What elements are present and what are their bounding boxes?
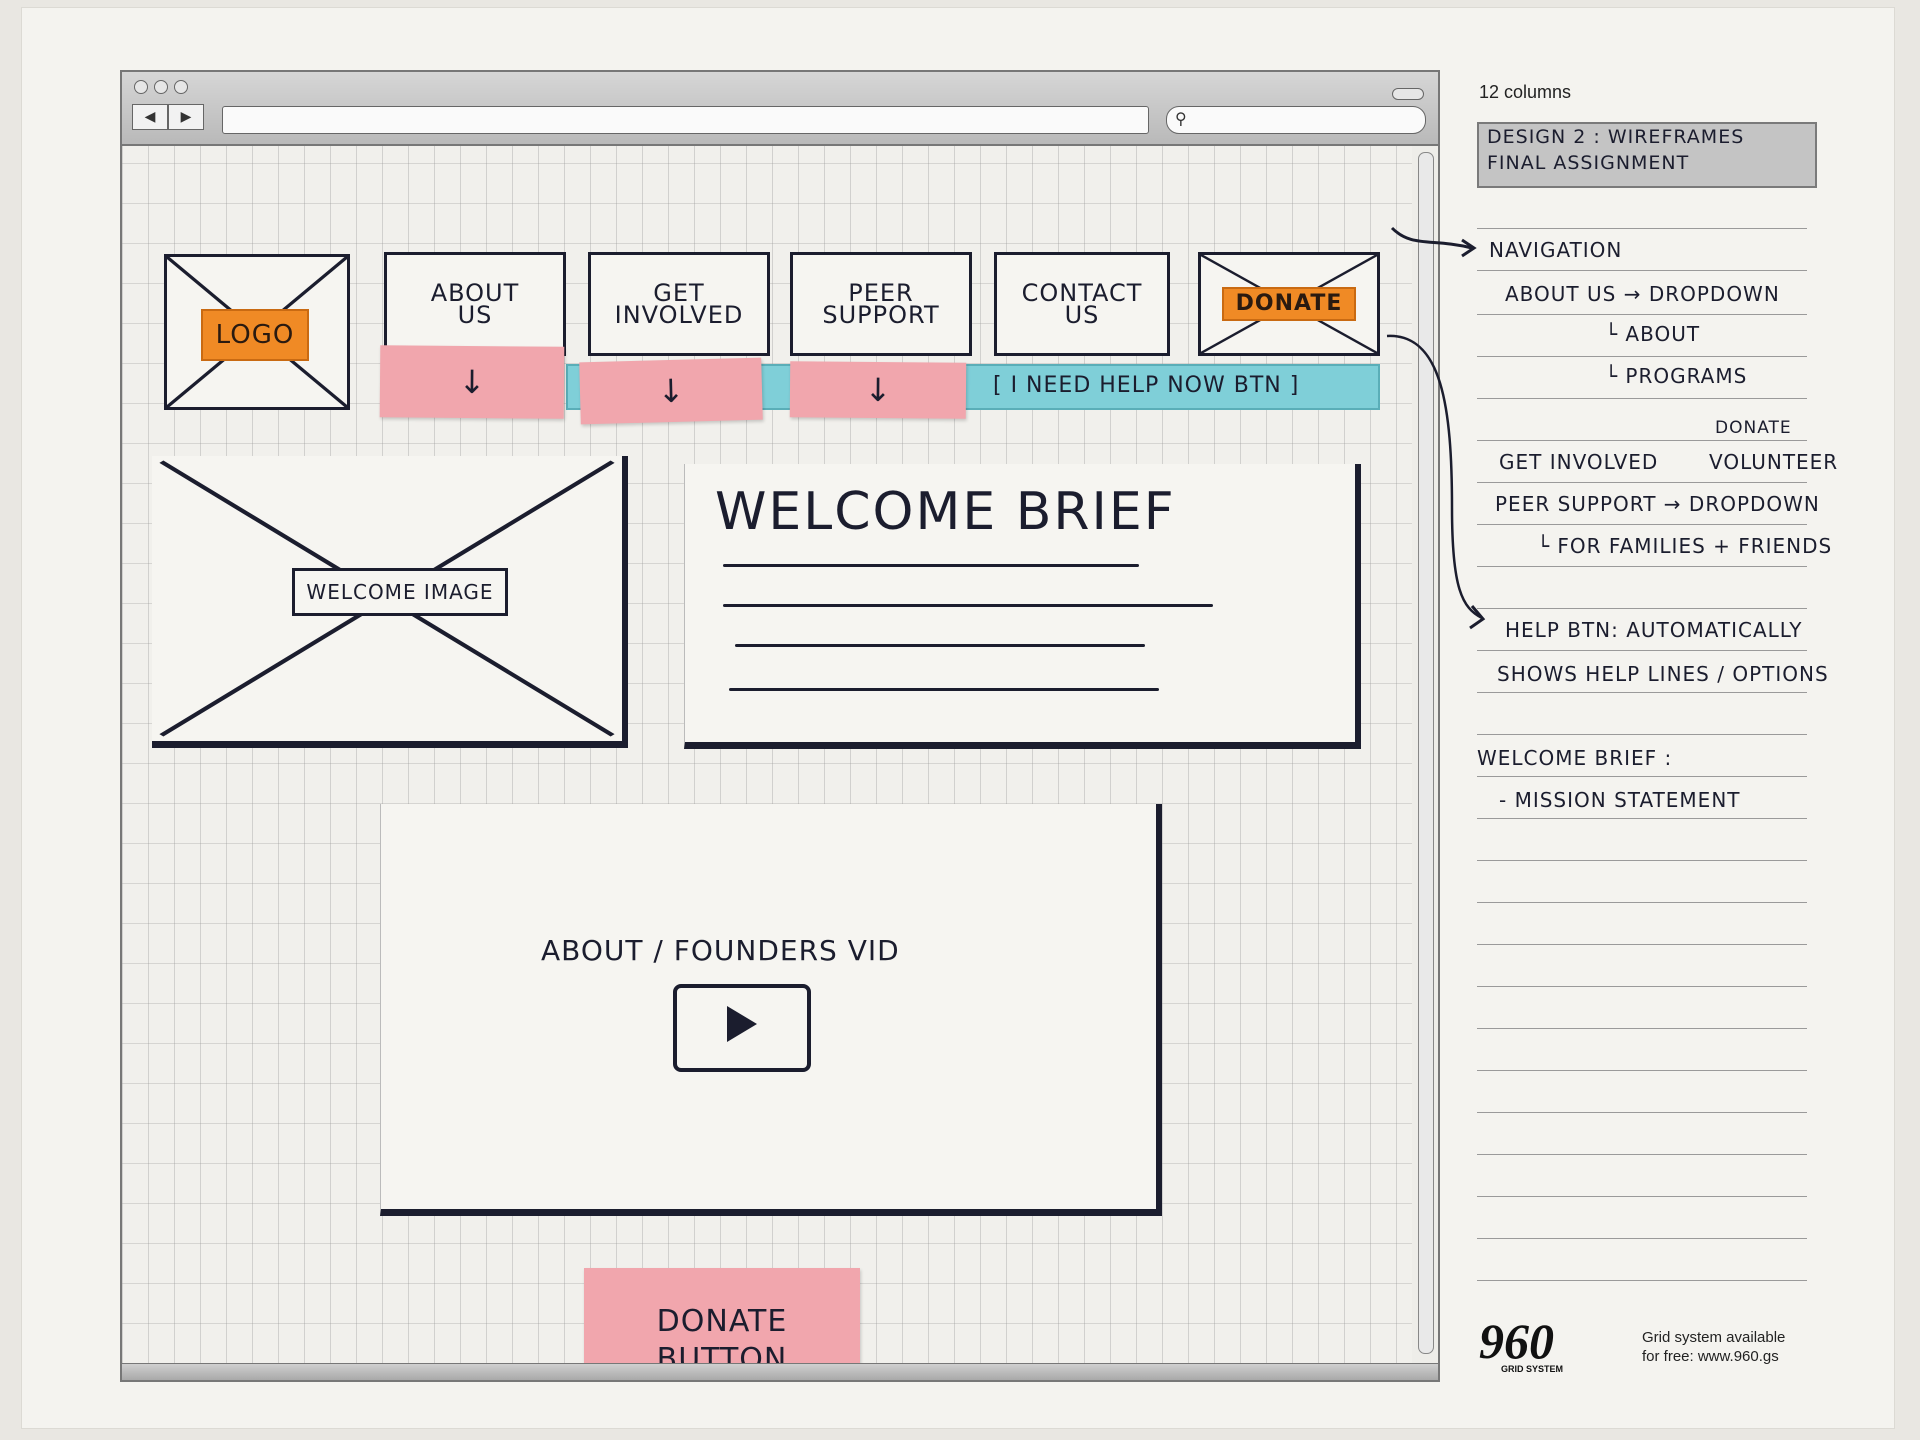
assignment-title-line2: FINAL ASSIGNMENT [1487, 152, 1690, 174]
ruled-line [1477, 986, 1807, 987]
note-get-involved: GET INVOLVED [1499, 450, 1659, 474]
welcome-brief-title: WELCOME BRIEF [715, 482, 1176, 542]
assignment-title-line1: DESIGN 2 : WIREFRAMES [1487, 126, 1745, 148]
browser-titlebar: ◀ ▶ ⚲ [122, 72, 1438, 146]
grid-960-logo: 960 GRID SYSTEM [1479, 1316, 1564, 1374]
ruled-line [1477, 398, 1807, 399]
browser-statusbar [122, 1363, 1438, 1380]
welcome-image-placeholder: WELCOME IMAGE [152, 456, 628, 748]
browser-window: ◀ ▶ ⚲ LOGO ABOUT US GET INVOLVED PEER SU… [120, 70, 1440, 1382]
ruled-line [1477, 270, 1807, 271]
nav-donate[interactable]: DONATE [1198, 252, 1380, 356]
ruled-line [1477, 566, 1807, 567]
ruled-line [1477, 440, 1807, 441]
ruled-line [1477, 314, 1807, 315]
minimize-dot-icon[interactable] [154, 80, 168, 94]
note-programs: └ PROGRAMS [1605, 364, 1748, 388]
ruled-line [1477, 1028, 1807, 1029]
address-bar[interactable] [222, 106, 1149, 134]
page-viewport: LOGO ABOUT US GET INVOLVED PEER SUPPORT … [122, 146, 1412, 1364]
welcome-image-label: WELCOME IMAGE [292, 568, 508, 616]
grid-960-logo-subtitle: GRID SYSTEM [1501, 1364, 1564, 1374]
vertical-scrollbar[interactable] [1418, 152, 1434, 1354]
toolbar-toggle-icon[interactable] [1392, 88, 1424, 100]
back-arrow-icon[interactable]: ◀ [132, 104, 168, 130]
note-about-us-dropdown: ABOUT US → DROPDOWN [1505, 282, 1780, 306]
help-now-label: [ I NEED HELP NOW BTN ] [993, 373, 1300, 398]
ruled-line [1477, 356, 1807, 357]
ruled-line [1477, 860, 1807, 861]
search-input[interactable]: ⚲ [1166, 106, 1426, 134]
annotation-panel: 12 columns DESIGN 2 : WIREFRAMES FINAL A… [1477, 78, 1877, 1378]
grid-system-note-line2: for free: www.960.gs [1642, 1348, 1779, 1365]
ruled-line [1477, 776, 1807, 777]
play-button[interactable] [673, 984, 811, 1072]
close-dot-icon[interactable] [134, 80, 148, 94]
paper-sheet: ◀ ▶ ⚲ LOGO ABOUT US GET INVOLVED PEER SU… [22, 8, 1894, 1428]
ruled-line [1477, 692, 1807, 693]
search-icon: ⚲ [1175, 109, 1187, 128]
note-welcome-brief: WELCOME BRIEF : [1477, 746, 1673, 770]
ruled-line [1477, 608, 1807, 609]
ruled-line [1477, 524, 1807, 525]
ruled-line [1477, 1238, 1807, 1239]
text-line [735, 644, 1145, 647]
note-peer-support-dropdown: PEER SUPPORT → DROPDOWN [1495, 492, 1820, 516]
note-help-btn: HELP BTN: AUTOMATICALLY [1505, 618, 1803, 642]
ruled-line [1477, 1070, 1807, 1071]
text-line [723, 604, 1213, 607]
donate-button[interactable]: DONATE BUTTON [584, 1268, 860, 1364]
welcome-brief-panel: WELCOME BRIEF [684, 464, 1361, 749]
note-families-friends: └ FOR FAMILIES + FRIENDS [1537, 534, 1833, 558]
zoom-dot-icon[interactable] [174, 80, 188, 94]
annotation-arrows [1386, 226, 1486, 630]
grid-system-note: Grid system available for free: www.960.… [1642, 1328, 1785, 1366]
grid-960-logo-number: 960 [1479, 1313, 1554, 1369]
note-donate: DONATE [1715, 418, 1792, 438]
text-line [729, 688, 1159, 691]
note-about: └ ABOUT [1605, 322, 1701, 346]
note-mission-statement: - MISSION STATEMENT [1499, 788, 1741, 812]
ruled-line [1477, 1154, 1807, 1155]
ruled-line [1477, 902, 1807, 903]
nav-get-involved[interactable]: GET INVOLVED [588, 252, 770, 356]
nav-contact-us[interactable]: CONTACT US [994, 252, 1170, 356]
assignment-title-box: DESIGN 2 : WIREFRAMES FINAL ASSIGNMENT [1477, 122, 1817, 188]
down-arrow-icon: ↓ [657, 371, 685, 411]
ruled-line [1477, 482, 1807, 483]
logo-label: LOGO [201, 309, 309, 361]
note-help-lines: SHOWS HELP LINES / OPTIONS [1497, 662, 1829, 686]
ruled-line [1477, 1196, 1807, 1197]
peer-support-dropdown-sticky[interactable]: ↓ [789, 361, 967, 419]
get-involved-dropdown-sticky[interactable]: ↓ [579, 357, 763, 425]
forward-arrow-icon[interactable]: ▶ [168, 104, 204, 130]
down-arrow-icon: ↓ [864, 370, 892, 410]
nav-peer-support[interactable]: PEER SUPPORT [790, 252, 972, 356]
down-arrow-icon: ↓ [458, 362, 486, 402]
nav-donate-label: DONATE [1221, 287, 1357, 321]
ruled-line [1477, 734, 1807, 735]
about-dropdown-sticky[interactable]: ↓ [379, 345, 565, 419]
columns-label: 12 columns [1479, 82, 1572, 102]
ruled-line [1477, 1280, 1807, 1281]
note-navigation: NAVIGATION [1489, 238, 1623, 262]
ruled-line [1477, 228, 1807, 229]
play-icon [727, 1006, 757, 1042]
video-label: ABOUT / FOUNDERS VID [541, 934, 900, 967]
nav-about-us[interactable]: ABOUT US [384, 252, 566, 356]
ruled-line [1477, 944, 1807, 945]
ruled-line [1477, 1112, 1807, 1113]
grid-system-note-line1: Grid system available [1642, 1329, 1786, 1346]
founders-video-panel[interactable]: ABOUT / FOUNDERS VID [380, 804, 1162, 1216]
note-volunteer: VOLUNTEER [1709, 450, 1839, 474]
text-line [723, 564, 1139, 567]
logo-placeholder[interactable]: LOGO [164, 254, 350, 410]
ruled-line [1477, 650, 1807, 651]
ruled-line [1477, 818, 1807, 819]
